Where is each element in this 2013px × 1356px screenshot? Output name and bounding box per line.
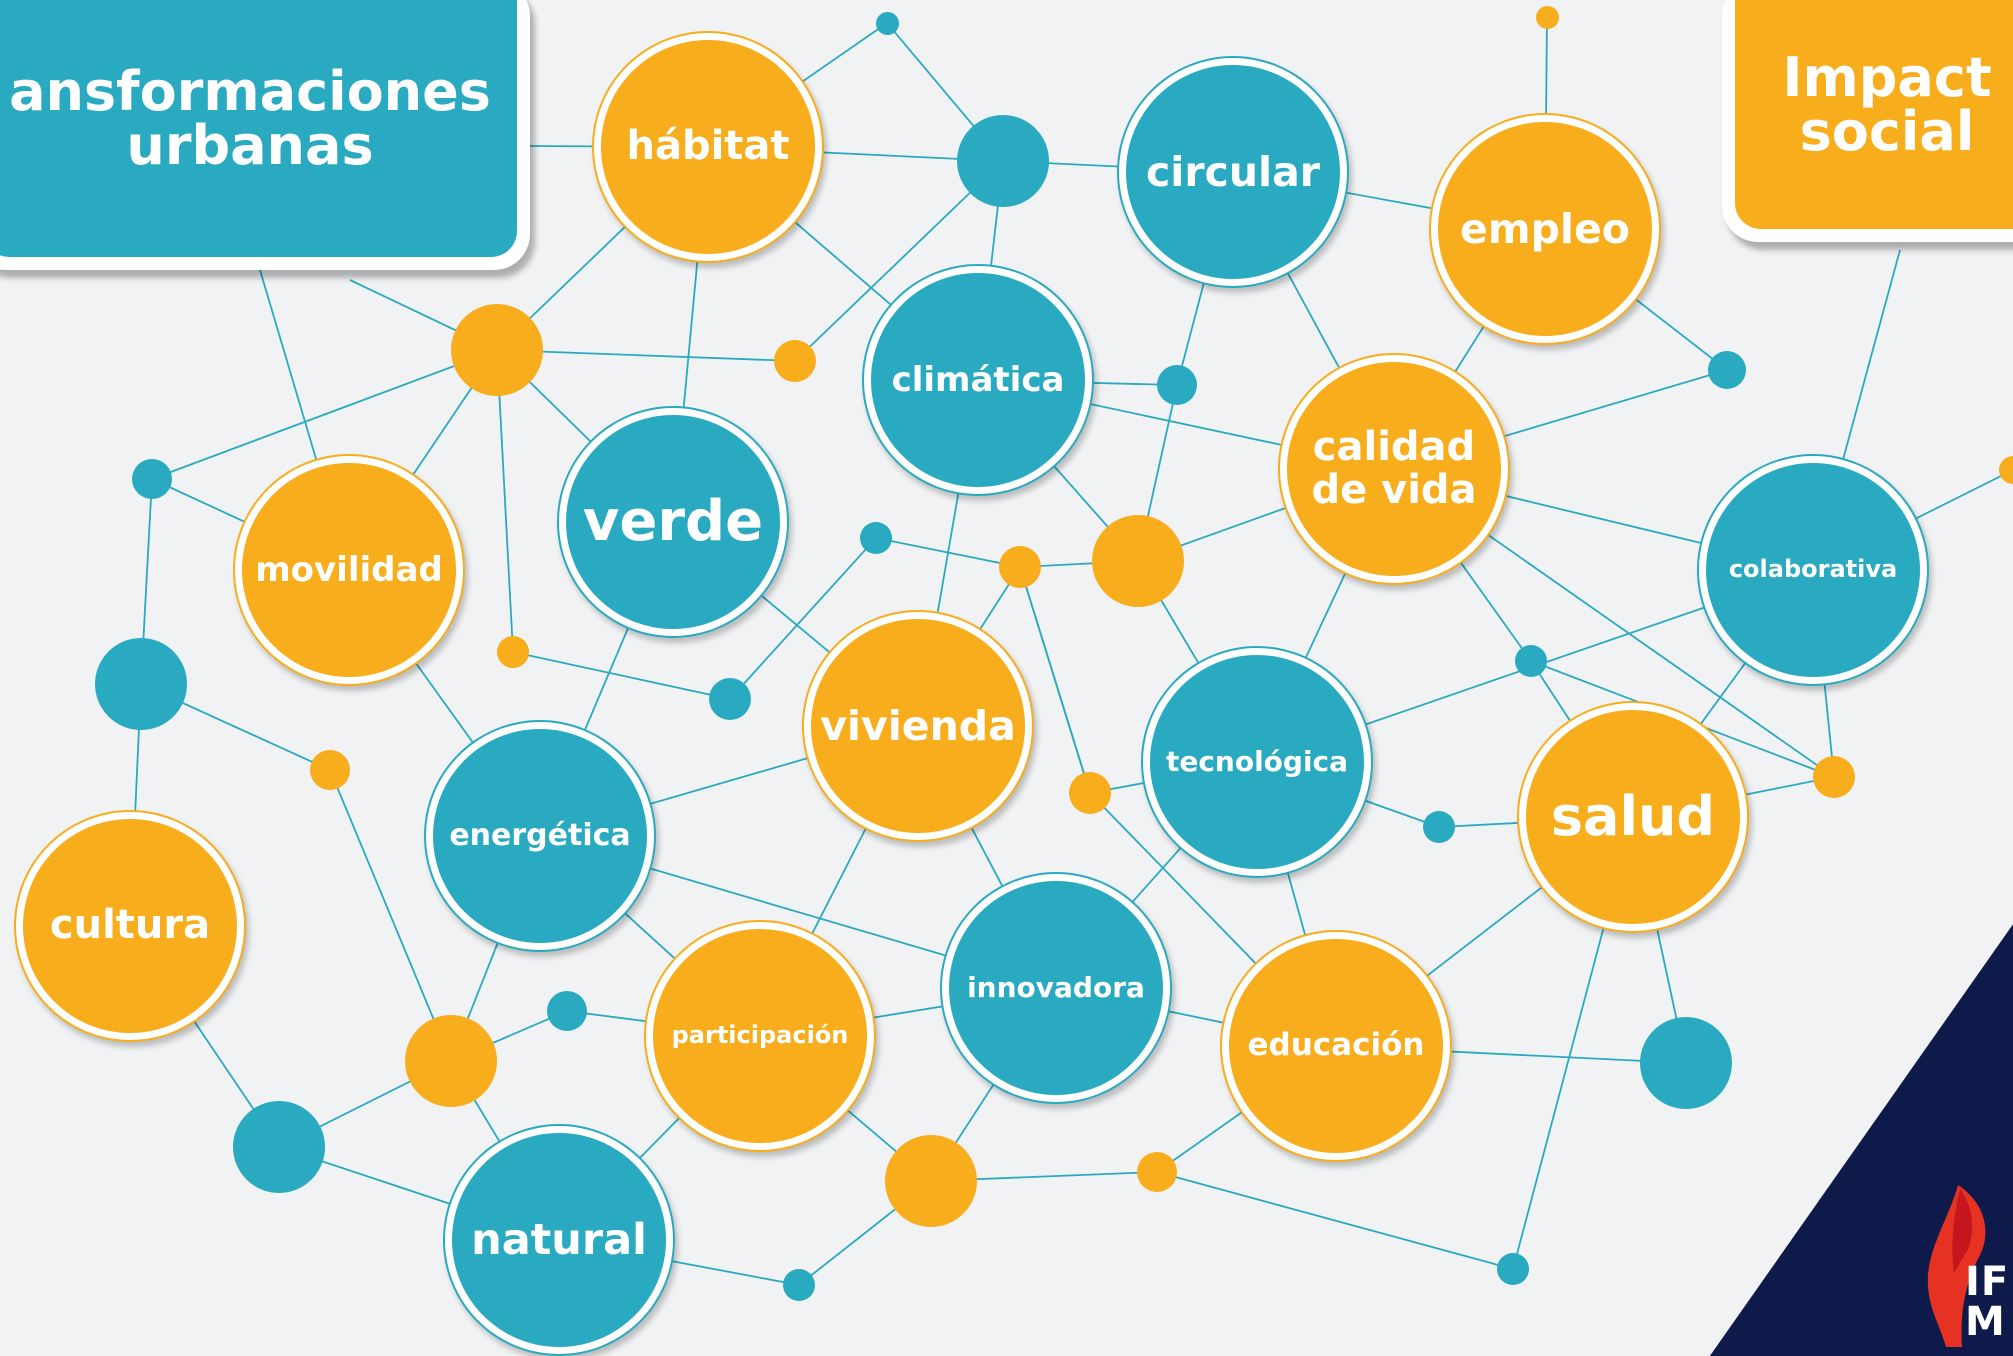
connection-line — [496, 349, 514, 653]
connector-dot — [774, 340, 816, 382]
connector-dot — [1423, 811, 1455, 843]
connector-dot — [497, 636, 529, 668]
connector-dot — [547, 991, 587, 1031]
connector-dot — [957, 115, 1049, 207]
category-box-transformaciones-urbanas: ansformaciones urbanas — [0, 0, 530, 270]
connector-dot — [1640, 1017, 1732, 1109]
connection-line — [729, 537, 877, 700]
connector-dot — [451, 304, 543, 396]
category-label-transformaciones-urbanas: ansformaciones urbanas — [0, 0, 517, 257]
connection-line — [1019, 566, 1091, 794]
connector-dot — [885, 1135, 977, 1227]
node-cultura: cultura — [14, 810, 246, 1042]
connector-dot — [709, 678, 751, 720]
node-climatica: climática — [862, 264, 1094, 496]
connection-line — [329, 769, 452, 1062]
connection-line — [512, 651, 731, 700]
connector-dot — [1157, 365, 1197, 405]
connector-dot — [1813, 756, 1855, 798]
node-energetica: energética — [424, 720, 656, 952]
connector-dot — [1497, 1253, 1529, 1285]
node-salud: salud — [1517, 701, 1749, 933]
connector-dot — [233, 1101, 325, 1193]
connector-dot — [310, 750, 350, 790]
node-innovadora: innovadora — [940, 872, 1172, 1104]
node-tecnologica: tecnológica — [1141, 646, 1373, 878]
node-movilidad: movilidad — [233, 454, 465, 686]
connector-dot — [1515, 645, 1547, 677]
node-verde: verde — [557, 406, 789, 638]
node-circular: circular — [1117, 56, 1349, 288]
connection-line — [794, 160, 1004, 362]
connector-dot — [132, 459, 172, 499]
connection-line — [1156, 1171, 1514, 1270]
node-empleo: empleo — [1429, 113, 1661, 345]
node-educacion: educación — [1220, 930, 1452, 1162]
node-participacion: participación — [644, 920, 876, 1152]
node-natural: natural — [443, 1124, 675, 1356]
node-habitat: hábitat — [592, 31, 824, 263]
node-calidad-de-vida: calidad de vida — [1278, 353, 1510, 585]
category-box-impacto-social: Impact social — [1722, 0, 2013, 242]
ifema-logo-icon — [1927, 1185, 1986, 1347]
connector-dot — [783, 1269, 815, 1301]
connector-dot — [95, 638, 187, 730]
connector-dot — [405, 1015, 497, 1107]
node-colaborativa: colaborativa — [1697, 454, 1929, 686]
connector-dot — [875, 11, 899, 35]
connector-dot — [1069, 772, 1111, 814]
connector-dot — [1708, 351, 1746, 389]
connector-dot — [1999, 456, 2013, 484]
node-vivienda: vivienda — [802, 610, 1034, 842]
connector-dot — [999, 546, 1041, 588]
logo-text: IF M — [1965, 1259, 2010, 1345]
category-label-impacto-social: Impact social — [1735, 0, 2013, 229]
connector-dot — [1535, 5, 1559, 29]
connector-dot — [1137, 1152, 1177, 1192]
connection-line — [151, 349, 498, 480]
connector-dot — [1092, 515, 1184, 607]
connection-line — [496, 349, 796, 362]
connector-dot — [860, 522, 892, 554]
